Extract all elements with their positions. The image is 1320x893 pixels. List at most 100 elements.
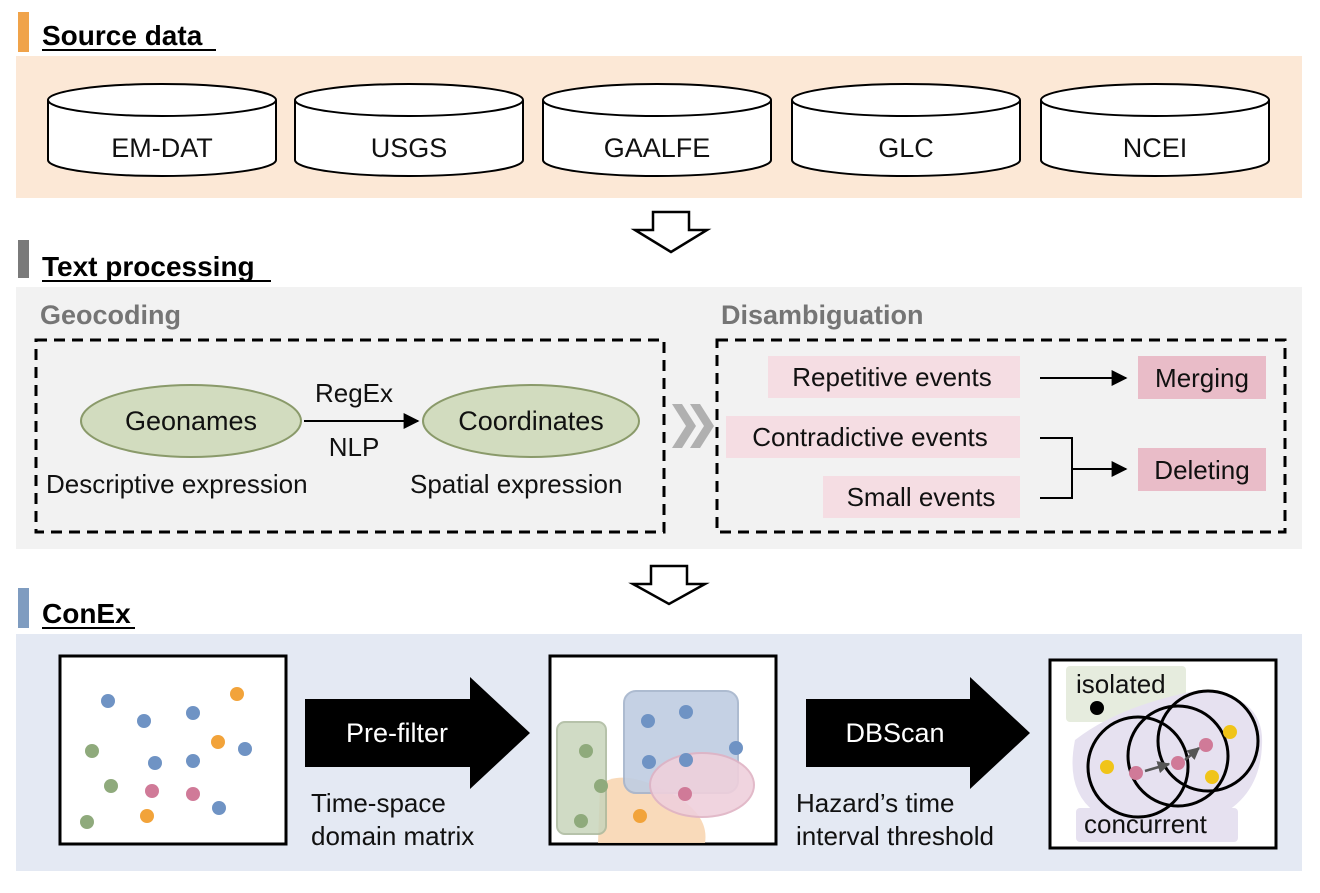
merging-bg (1138, 356, 1266, 399)
event-dot (1205, 770, 1219, 784)
hazard-caption-line1: Hazard’s time (796, 788, 954, 818)
event-dot (186, 787, 200, 801)
event-dot (85, 744, 99, 758)
coordinates-node (422, 384, 640, 458)
contradictive-events-label: Contradictive events (752, 422, 988, 452)
cluster-circle (1086, 715, 1190, 819)
event-dot (642, 755, 656, 769)
dbscan-arrow (806, 677, 1030, 789)
orange-region (598, 777, 706, 843)
pink-region (649, 752, 755, 818)
conex-heading: ConEx (42, 598, 131, 629)
database-label: USGS (371, 133, 448, 163)
chevrons-icon (672, 404, 714, 448)
event-dot (137, 714, 151, 728)
database-cylinder-4: GLC (791, 83, 1021, 177)
concurrent-label: concurrent (1084, 809, 1208, 839)
database-cylinder-1: EM-DAT (47, 83, 277, 177)
source-accent-bar (18, 12, 29, 52)
geonames-node (80, 384, 302, 458)
source-data-heading: Source data (42, 20, 203, 51)
event-dot (186, 754, 200, 768)
down-arrow-icon (630, 210, 712, 254)
event-dot (101, 694, 115, 708)
geocoding-box (34, 338, 666, 534)
chain-arrow (1184, 747, 1200, 761)
time-space-caption-line1: Time-space (311, 788, 446, 818)
event-dot (230, 687, 244, 701)
spatial-expression-caption: Spatial expression (410, 469, 622, 499)
event-dot (574, 814, 588, 828)
pre-filter-arrow (305, 677, 530, 789)
domain-matrix-regions (556, 690, 755, 843)
event-dot (729, 741, 743, 755)
small-events-label: Small events (847, 482, 996, 512)
event-dot (679, 753, 693, 767)
event-dot (594, 779, 608, 793)
isolated-label: isolated (1076, 669, 1166, 699)
database-cylinder-5: NCEI (1040, 83, 1270, 177)
cluster-circle (1126, 704, 1230, 808)
event-dot (579, 744, 593, 758)
event-dot (641, 714, 655, 728)
database-label: EM-DAT (111, 133, 213, 163)
event-dot (1171, 756, 1185, 770)
down-arrow-icon (628, 564, 710, 606)
event-dot (238, 742, 252, 756)
dbscan-label: DBScan (845, 718, 944, 748)
event-dot (211, 735, 225, 749)
descriptive-expression-caption: Descriptive expression (46, 469, 308, 499)
text-processing-accent-bar (18, 240, 29, 278)
event-dot (148, 756, 162, 770)
disambiguation-title: Disambiguation (721, 300, 924, 330)
hazard-caption-line2: interval threshold (796, 821, 994, 851)
event-dot (212, 801, 226, 815)
event-dot (1129, 766, 1143, 780)
regex-label: RegEx (315, 378, 393, 408)
event-dot (140, 809, 154, 823)
cluster-result-content: isolated concurrent (1066, 666, 1263, 842)
repetitive-events-label: Repetitive events (792, 362, 991, 392)
text-processing-heading: Text processing (42, 251, 255, 282)
concurrent-region (1072, 690, 1263, 829)
event-dot (104, 779, 118, 793)
raw-event-points (80, 687, 252, 829)
isolated-dot (1090, 701, 1104, 715)
database-label: NCEI (1123, 133, 1188, 163)
event-dot (679, 705, 693, 719)
contradictive-events-bg (726, 416, 1020, 458)
conex-section: ConEx Pre-filter Time-space domain matri… (16, 588, 1302, 871)
coordinates-label: Coordinates (458, 406, 604, 436)
database-cylinder-2: USGS (294, 83, 524, 177)
disambiguation-box (715, 338, 1287, 534)
chain-arrow (1144, 761, 1171, 774)
event-dot (678, 787, 692, 801)
geonames-label: Geonames (125, 406, 257, 436)
database-label: GLC (878, 133, 934, 163)
cluster-circle (1156, 689, 1260, 793)
pre-filter-label: Pre-filter (346, 718, 448, 748)
deleting-label: Deleting (1154, 455, 1249, 485)
event-dot (186, 706, 200, 720)
database-cylinder-3: GAALFE (542, 83, 772, 177)
nlp-label: NLP (329, 432, 380, 462)
concurrent-label-bg (1076, 808, 1238, 842)
geocoding-title: Geocoding (40, 300, 181, 330)
conex-accent-bar (18, 588, 29, 628)
event-dot (145, 784, 159, 798)
green-region (556, 721, 607, 835)
time-space-caption-line2: domain matrix (311, 821, 474, 851)
source-data-section: Source data EM-DAT USGS GAALFE GLC NCEI (16, 12, 1302, 198)
event-dot (80, 815, 94, 829)
event-dot (1100, 760, 1114, 774)
text-processing-section: Text processing Geocoding Geonames Coord… (16, 240, 1302, 549)
deleting-bg (1138, 448, 1266, 491)
event-dot (633, 809, 647, 823)
event-dot (1223, 725, 1237, 739)
database-label: GAALFE (604, 133, 711, 163)
small-events-bg (823, 476, 1020, 518)
repetitive-events-bg (768, 356, 1020, 398)
event-dot (1199, 738, 1213, 752)
merging-label: Merging (1155, 363, 1249, 393)
